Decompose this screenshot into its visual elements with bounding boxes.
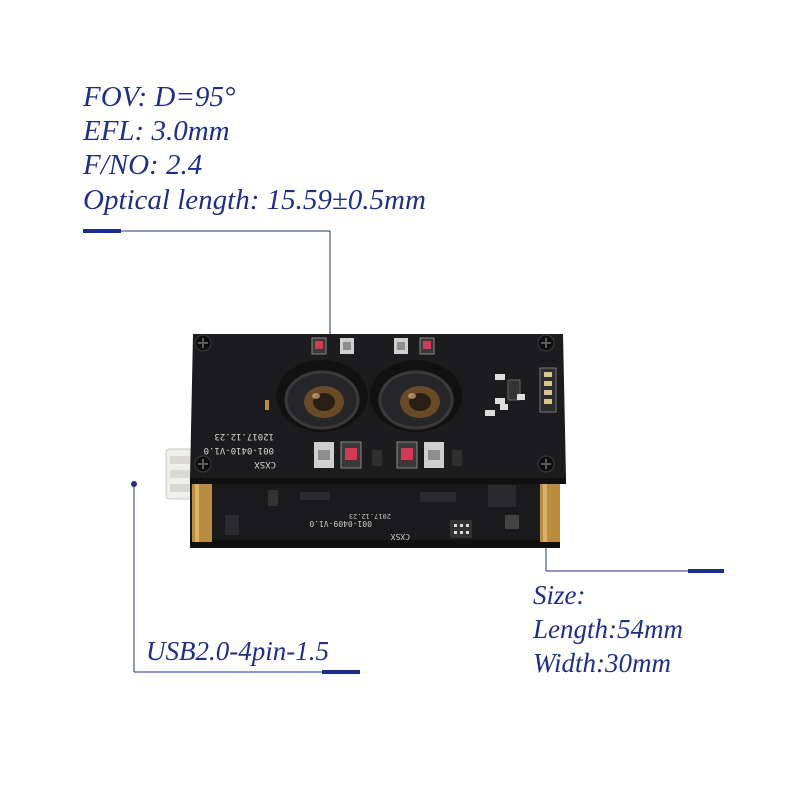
spec-fov: FOV: D=95° xyxy=(83,81,236,113)
size-length: Length:54mm xyxy=(533,614,683,644)
size-heading: Size: xyxy=(533,580,586,610)
spec-optical-length: Optical length: 15.59±0.5mm xyxy=(83,184,426,216)
ir-led-row-top xyxy=(311,337,435,355)
bottom-board-date: 2017.12.23 xyxy=(349,512,391,520)
top-board-brand: CXSX xyxy=(254,459,276,469)
size-width: Width:30mm xyxy=(533,648,671,678)
screw-icon xyxy=(194,334,212,352)
bottom-board: 001-0409-V1.0 CXSX 2017.12.23 xyxy=(190,478,560,548)
screw-icon xyxy=(194,455,212,473)
bottom-board-model: 001-0409-V1.0 xyxy=(309,519,372,528)
pin-header xyxy=(539,367,557,413)
ir-led-row-bottom xyxy=(314,441,462,469)
right-lens xyxy=(370,360,462,432)
screw-icon xyxy=(537,455,555,473)
top-board-date: 12017.12.23 xyxy=(214,431,274,441)
usb-label: USB2.0-4pin-1.5 xyxy=(146,636,329,666)
size-leader-line xyxy=(543,519,724,573)
spec-efl: EFL: 3.0mm xyxy=(83,115,230,147)
bottom-board-brand: CXSX xyxy=(391,532,410,541)
top-board-model: 001-0410-V1.0 xyxy=(204,445,274,455)
left-lens xyxy=(276,360,368,432)
usb-leader-line xyxy=(131,481,360,674)
top-board: 12017.12.23 001-0410-V1.0 CXSX xyxy=(190,334,566,484)
screw-icon xyxy=(537,334,555,352)
spec-fno: F/NO: 2.4 xyxy=(83,149,203,181)
